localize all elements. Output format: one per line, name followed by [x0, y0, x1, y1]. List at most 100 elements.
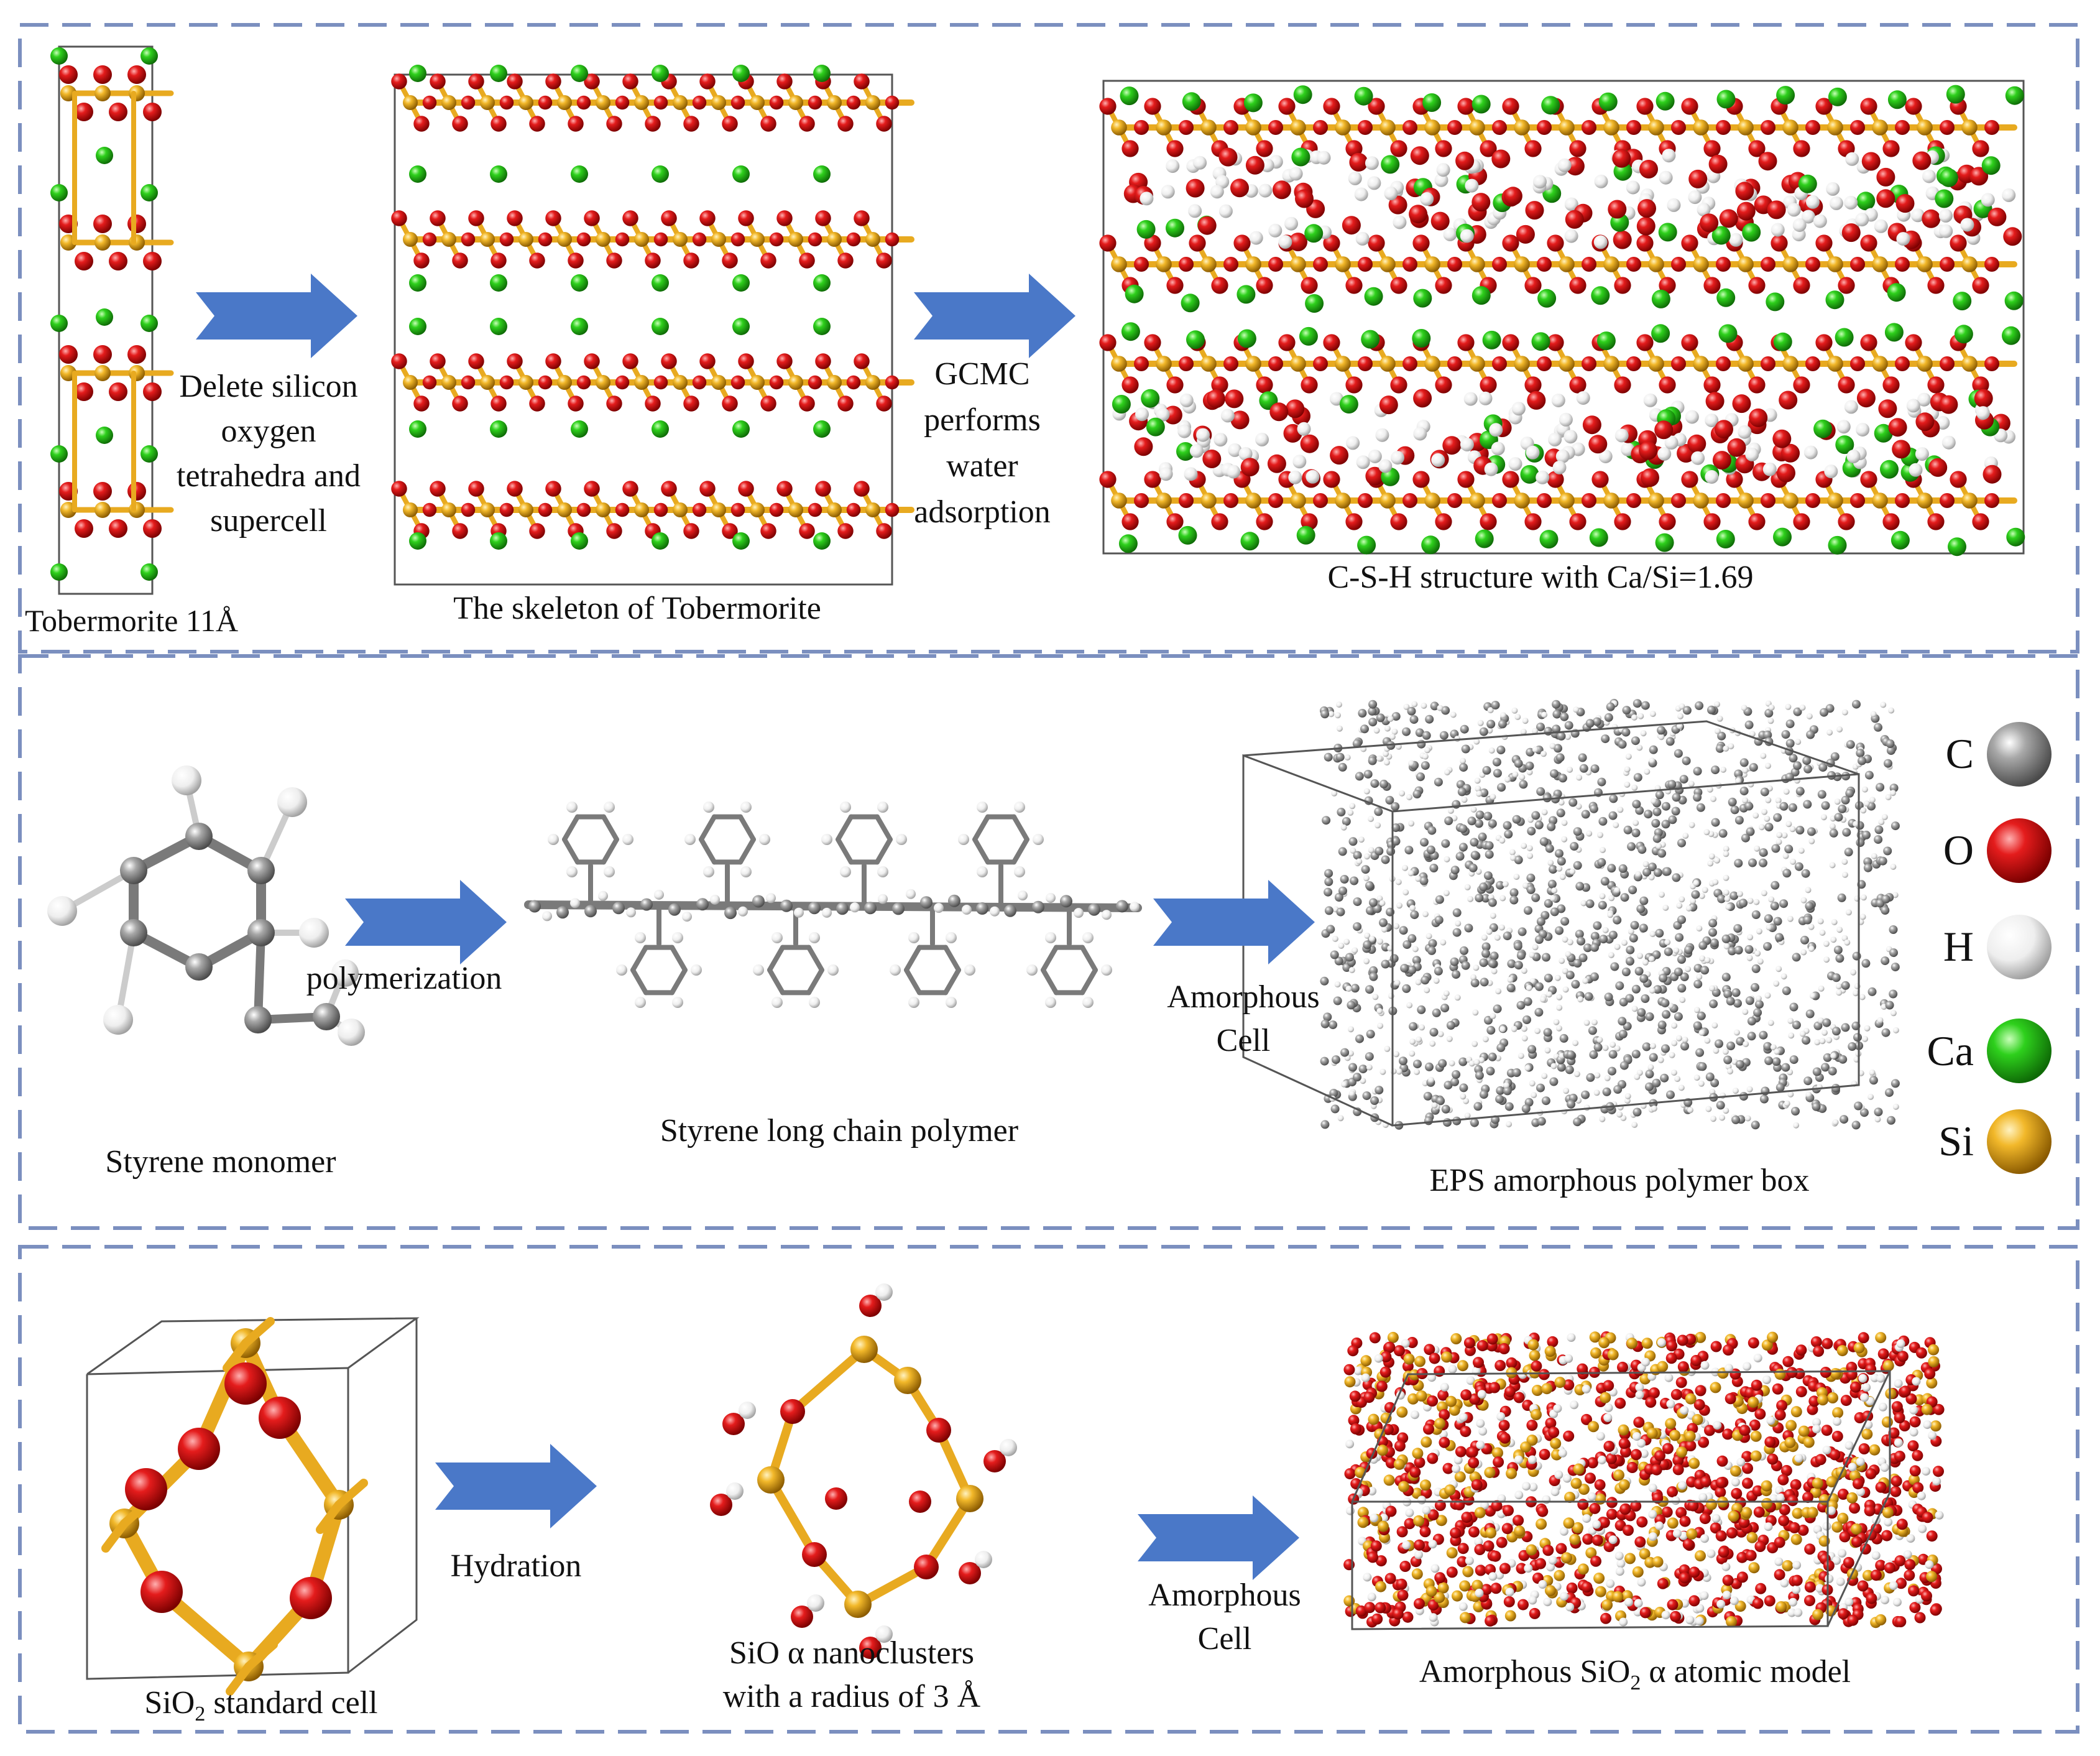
- atom-o: [1821, 1338, 1833, 1349]
- atom-o: [1857, 1580, 1869, 1592]
- atom-c: [1550, 907, 1559, 917]
- atom-c: [1480, 977, 1489, 987]
- atom-o: [1847, 1614, 1859, 1626]
- atom-o: [876, 252, 892, 269]
- atom-h: [1521, 1025, 1527, 1032]
- atom-h: [1909, 1405, 1918, 1415]
- atom-c: [1674, 968, 1683, 976]
- atom-c: [1863, 857, 1872, 866]
- atom-ca: [1305, 294, 1324, 313]
- atom-o: [1754, 1541, 1766, 1552]
- atom-o: [1712, 451, 1731, 470]
- atom-o: [1896, 1518, 1908, 1530]
- atom-h: [1624, 766, 1631, 773]
- atom-si: [1741, 1507, 1752, 1518]
- atom-c: [1793, 761, 1802, 770]
- unit-cell-frame: [1351, 1370, 1892, 1502]
- atom-h: [1559, 958, 1565, 964]
- atom-c: [1486, 1066, 1495, 1076]
- atom-si: [1393, 1458, 1405, 1470]
- atom-c: [1586, 1073, 1595, 1082]
- atom-c: [1444, 1081, 1453, 1090]
- atom-h: [1805, 887, 1812, 894]
- atom-ca: [1890, 530, 1910, 550]
- atom-si: [673, 375, 688, 390]
- atom-h: [908, 932, 919, 943]
- atom-c: [1802, 1036, 1811, 1045]
- atom-h: [1830, 1053, 1837, 1059]
- atom-c: [1813, 1021, 1823, 1030]
- atom-o: [1927, 513, 1945, 530]
- atom-o: [1636, 234, 1654, 252]
- atom-o: [1838, 376, 1855, 394]
- atom-si: [1928, 1356, 1940, 1367]
- atom-o: [1850, 120, 1865, 135]
- atom-c: [1374, 807, 1383, 816]
- atom-h: [1881, 814, 1888, 820]
- atom-h: [1812, 1418, 1821, 1427]
- atom-o: [1972, 277, 1989, 294]
- atom-o: [1349, 1390, 1361, 1402]
- atom-h: [1767, 1020, 1774, 1026]
- atom-c: [1751, 1121, 1760, 1130]
- atom-si: [634, 375, 649, 390]
- atom-h: [1396, 1068, 1402, 1075]
- atom-h: [1861, 786, 1868, 793]
- atom-h: [1981, 193, 1995, 207]
- atom-o: [529, 395, 545, 412]
- atom-h: [1775, 797, 1782, 804]
- atom-h: [1757, 958, 1764, 965]
- atom-h: [1700, 1591, 1709, 1600]
- atom-c: [1619, 1061, 1629, 1070]
- atom-h: [1830, 936, 1837, 943]
- atom-h: [1527, 853, 1534, 859]
- atom-o: [1565, 157, 1585, 176]
- atom-h: [1773, 980, 1780, 987]
- atom-h: [1634, 1073, 1641, 1080]
- bond: [630, 968, 648, 996]
- atom-h: [1033, 834, 1044, 845]
- atom-o: [1726, 1527, 1738, 1539]
- atom-h: [1218, 204, 1233, 218]
- atom-h: [1712, 879, 1719, 885]
- atom-c: [1338, 762, 1347, 772]
- atom-h: [1787, 1017, 1794, 1024]
- atom-si: [1846, 1492, 1858, 1504]
- atom-o: [1875, 1560, 1887, 1571]
- atom-h: [1687, 1107, 1693, 1114]
- atom-o: [1875, 1481, 1887, 1493]
- atom-si: [1803, 1436, 1815, 1448]
- atom-si: [1156, 492, 1172, 509]
- atom-h: [1102, 910, 1112, 920]
- atom-o: [1748, 376, 1766, 394]
- atom-o: [885, 375, 900, 390]
- atom-o: [1912, 1482, 1924, 1494]
- atom-o: [529, 252, 545, 269]
- atom-h: [1923, 1420, 1932, 1430]
- atom-si: [1706, 1499, 1717, 1510]
- atom-ca: [1421, 535, 1440, 555]
- atom-h: [1474, 777, 1481, 784]
- atom-c: [1817, 790, 1826, 799]
- atom-o: [1904, 1569, 1915, 1581]
- atom-h: [1780, 1578, 1789, 1587]
- atom-c: [1514, 855, 1523, 864]
- atom-c: [1557, 904, 1566, 913]
- atom-o: [1301, 277, 1318, 294]
- atom-c: [1493, 769, 1502, 778]
- atom-h: [1210, 185, 1224, 199]
- atom-o: [661, 481, 677, 497]
- atom-h: [1580, 900, 1587, 907]
- atom-o: [1396, 1526, 1408, 1538]
- atom-h: [1648, 956, 1655, 963]
- atom-h: [1556, 865, 1563, 872]
- atom-o: [584, 481, 600, 497]
- atom-h: [1379, 900, 1386, 907]
- atom-o: [1506, 1357, 1517, 1369]
- atom-o: [815, 210, 831, 226]
- atom-c: [1621, 728, 1631, 737]
- atom-c: [1541, 1096, 1550, 1106]
- atom-si: [1603, 256, 1619, 272]
- atom-si: [1398, 1481, 1409, 1492]
- atom-ca: [1880, 460, 1899, 479]
